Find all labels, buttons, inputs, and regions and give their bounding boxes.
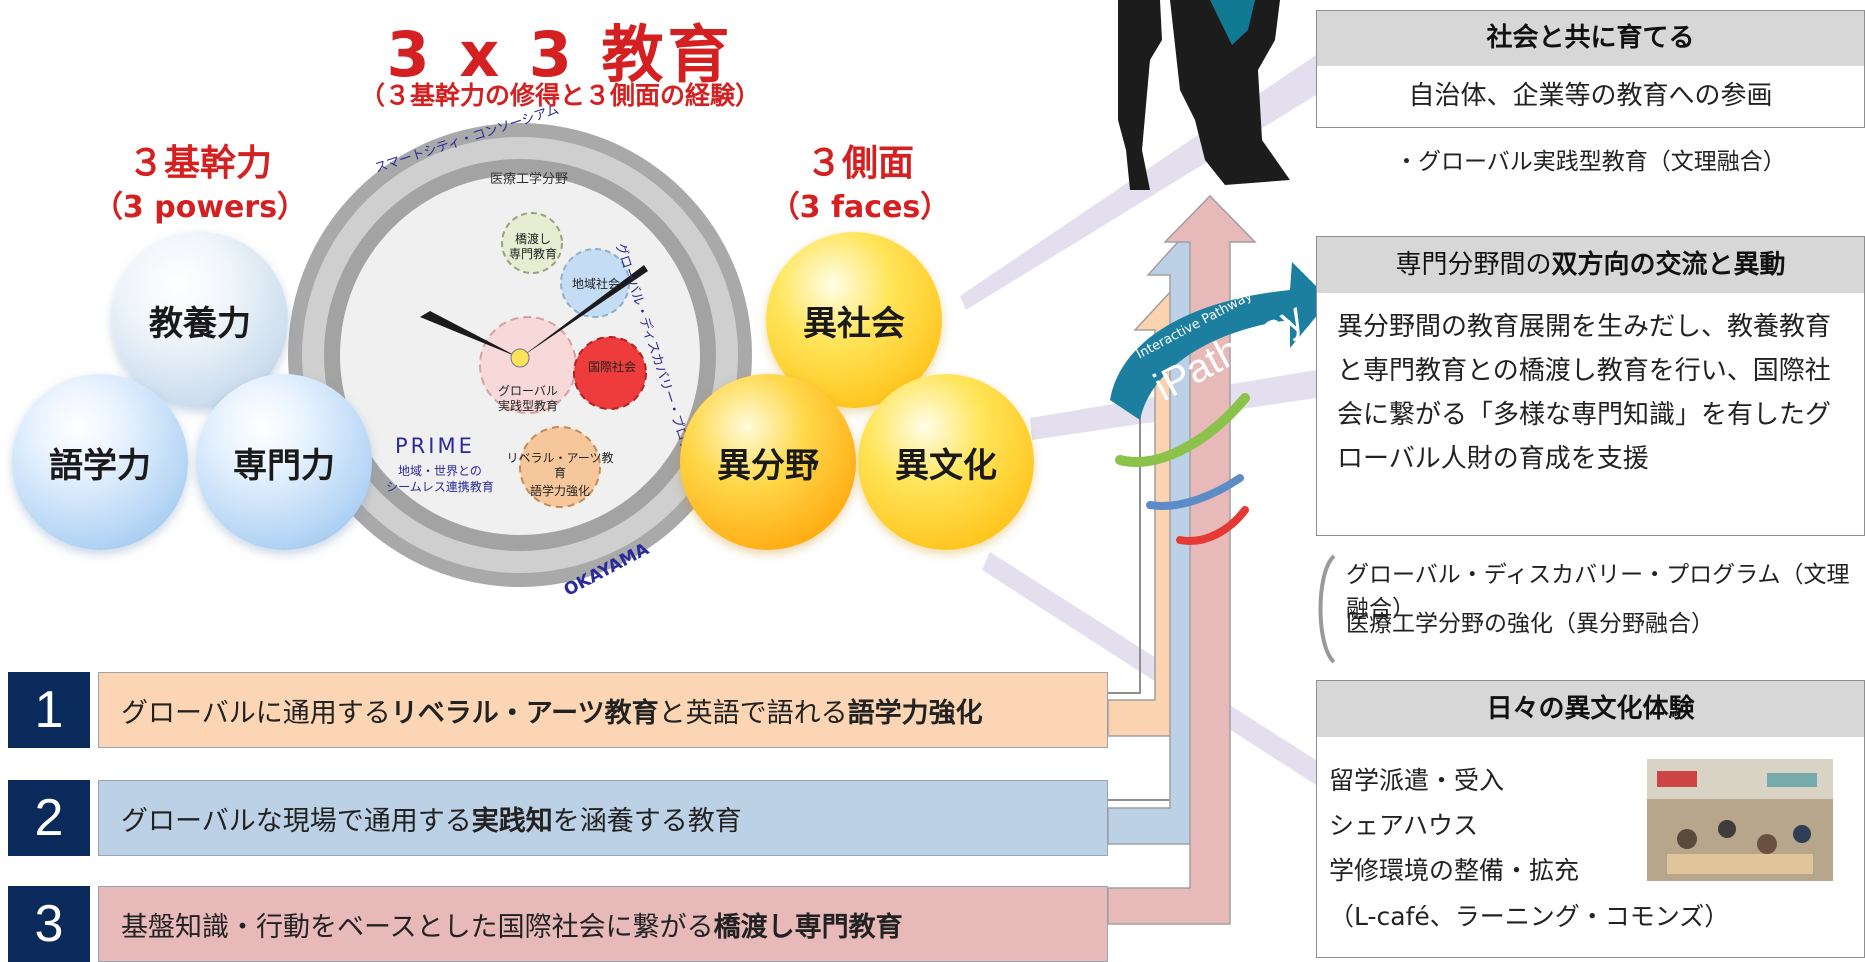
silhouette-figures (1118, 0, 1290, 190)
powers-heading: ３基幹力 (127, 143, 272, 184)
clock-top-label: 医療工学分野 (490, 172, 569, 187)
faces-heading: ３側面 (805, 143, 914, 184)
box-interdisciplinary-heading: 専門分野間の双方向の交流と異動 (1317, 237, 1864, 293)
bar-number-3: 3 (8, 886, 90, 962)
lounge-photo (1647, 759, 1833, 881)
gear-regional-label: 地域社会 (571, 277, 620, 291)
culture-item-3: 学修環境の整備・拡充 (1329, 856, 1580, 885)
swoosh-green (1115, 393, 1250, 467)
wedge-to-box3 (982, 552, 1316, 785)
swoosh-red (1176, 506, 1249, 545)
ipathway-banner (1110, 262, 1330, 420)
clock-hand-hour (420, 311, 520, 358)
clock-hand-minute (520, 265, 648, 358)
bar-text-2: グローバルな現場で通用する実践知を涵養する教育 (98, 780, 1108, 856)
program-item-2: 医療工学分野の強化（異分野融合） (1346, 611, 1714, 637)
box-society-note: ・グローバル実践型教育（文理融合） (1395, 149, 1786, 175)
main-subtitle: （３基幹力の修得と３側面の経験） (359, 81, 760, 110)
gear-bridge (501, 212, 563, 274)
program-bar-1: 1 グローバルに通用するリベラル・アーツ教育と英語で語れる語学力強化 (8, 672, 1108, 748)
culture-item-1: 留学派遣・受入 (1329, 766, 1505, 795)
faces-heading-en: （3 faces） (769, 190, 951, 225)
gear-liberal-label: リベラル・アーツ教育 (506, 451, 614, 480)
gear-bridge-label: 橋渡し専門教育 (508, 232, 557, 261)
sphere-different-field: 異分野 (680, 374, 856, 550)
bar-number-1: 1 (8, 672, 90, 748)
gear-global-label: グローバル実践型教育 (497, 384, 558, 413)
sphere-different-culture: 異文化 (858, 374, 1034, 550)
sphere-specialty: 専門力 (196, 374, 372, 550)
box-interdisciplinary-body: 異分野間の教育展開を生みだし、教養教育と専門教育との橋渡し教育を行い、国際社会に… (1337, 312, 1832, 474)
bracket-icon (1318, 554, 1336, 664)
box-culture-heading: 日々の異文化体験 (1317, 681, 1864, 737)
culture-item-4: （L-café、ラーニング・コモンズ） (1329, 902, 1730, 931)
main-title: 3 x 3 教育 (386, 18, 734, 91)
clock-prime-sub1: 地域・世界との (398, 464, 482, 478)
box-society-heading: 社会と共に育てる (1317, 11, 1864, 66)
box-culture: 日々の異文化体験 留学派遣・受入 シェアハウス 学修環境の整備・拡充 （L-ca… (1316, 680, 1865, 958)
powers-heading-en: （3 powers） (92, 190, 308, 225)
clock-diagram (288, 123, 752, 587)
arrow-pink (1107, 194, 1257, 925)
box-society-sub: 自治体、企業等の教育への参画 (1408, 81, 1773, 111)
gear-international (573, 336, 647, 410)
box-society: 社会と共に育てる 自治体、企業等の教育への参画 (1316, 10, 1865, 128)
program-item-1: グローバル・ディスカバリー・プログラム（文理融合） (1346, 562, 1850, 622)
gear-language-label: 語学力強化 (529, 484, 590, 498)
gear-liberal (519, 426, 601, 508)
bar-number-2: 2 (8, 780, 90, 856)
sphere-language: 語学力 (12, 374, 188, 550)
clock-prime-sub2: シームレス連携教育 (386, 480, 494, 494)
bar-text-3: 基盤知識・行動をベースとした国際社会に繋がる橋渡し専門教育 (98, 886, 1108, 962)
clock-prime: PRIME (395, 434, 475, 458)
swoosh-blue (1146, 474, 1244, 510)
culture-item-2: シェアハウス (1329, 811, 1479, 840)
program-bar-3: 3 基盤知識・行動をベースとした国際社会に繋がる橋渡し専門教育 (8, 886, 1108, 962)
silhouette-glow (1210, 0, 1255, 45)
gear-international-label: 国際社会 (587, 360, 636, 374)
bar-text-1: グローバルに通用するリベラル・アーツ教育と英語で語れる語学力強化 (98, 672, 1108, 748)
box-interdisciplinary: 専門分野間の双方向の交流と異動 異分野間の教育展開を生みだし、教養教育と専門教育… (1316, 236, 1865, 536)
program-bar-2: 2 グローバルな現場で通用する実践知を涵養する教育 (8, 780, 1108, 856)
